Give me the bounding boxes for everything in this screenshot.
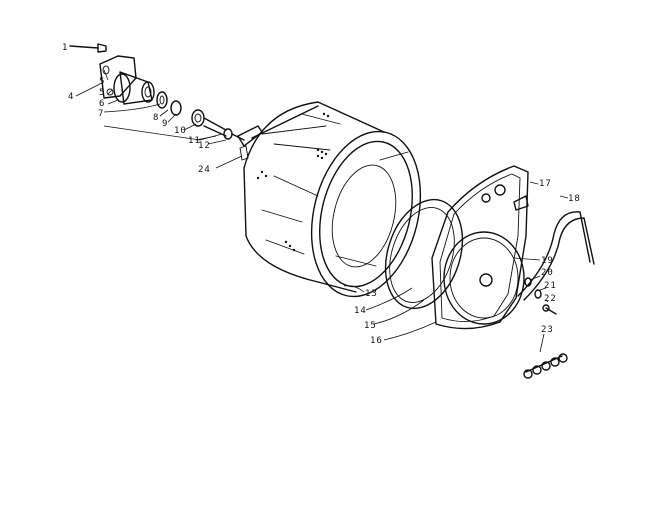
callout-15: 15 [364,321,377,331]
callout-19: 19 [541,256,554,266]
shaft-assembly [156,91,263,161]
callout-5a: 5 [99,77,105,87]
callout-14: 14 [354,306,367,316]
callout-1: 1 [62,43,68,53]
callout-8: 8 [153,113,159,123]
callout-labels: 1 4 5 5 6 7 8 9 10 5 11 12 24 13 14 15 1… [62,43,581,346]
rear-bulkhead [431,165,529,330]
callout-17: 17 [539,179,552,189]
callout-9: 9 [162,119,168,129]
seal-ring [384,198,464,310]
callout-6: 6 [99,99,105,109]
callout-21: 21 [544,281,557,291]
callout-5b: 5 [99,88,105,98]
callout-12: 12 [198,141,211,151]
drum [243,101,422,298]
callout-4: 4 [68,92,74,102]
fasteners [524,277,557,315]
callout-18: 18 [568,194,581,204]
callout-13: 13 [365,289,378,299]
bearing-housing [99,55,155,105]
callout-24: 24 [198,165,211,175]
callout-20: 20 [541,268,554,278]
drive-belt [517,211,595,301]
part-23-rollers [523,353,568,379]
callout-22: 22 [544,294,557,304]
callout-11: 11 [188,136,201,146]
callout-23: 23 [541,325,554,335]
leader-lines [75,69,569,353]
callout-16: 16 [370,336,383,346]
callout-7: 7 [98,109,104,119]
callout-10: 10 [174,126,187,136]
part-1-screw [69,43,107,53]
